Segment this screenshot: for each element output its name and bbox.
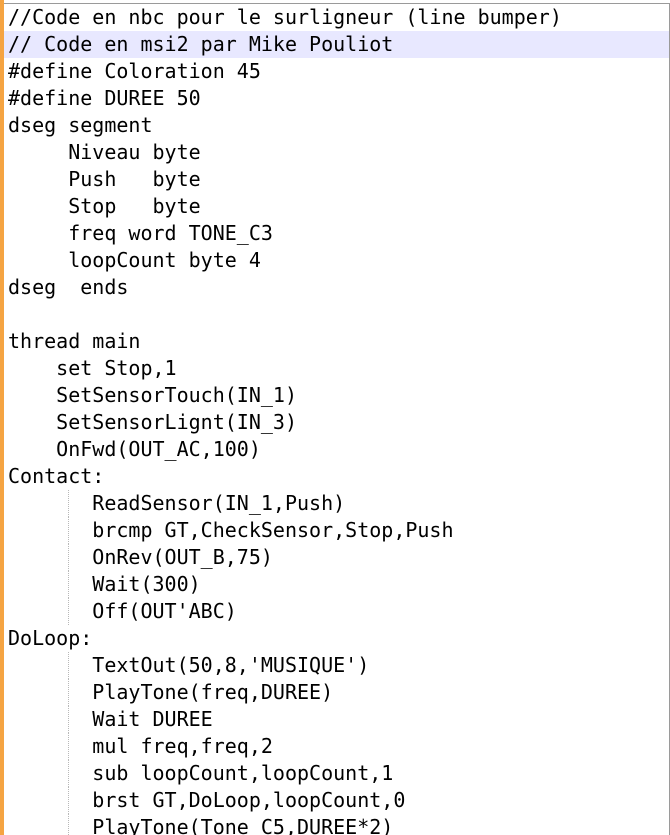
indent-guide [68,706,70,733]
code-line[interactable]: #define Coloration 45 [8,59,261,83]
code-line[interactable]: Stop byte [8,194,201,218]
code-line[interactable]: // Code en msi2 par Mike Pouliot [4,31,669,58]
editor-left-margin [0,0,4,835]
code-line[interactable]: Off(OUT'ABC) [8,598,237,625]
code-line[interactable]: Push byte [8,167,201,191]
code-line[interactable]: dseg segment [8,113,153,137]
code-line[interactable]: DoLoop: [8,626,93,650]
code-line[interactable]: PlayTone(Tone_C5,DUREE*2) [4,814,669,835]
code-line[interactable]: Wait DUREE [8,706,213,733]
indent-guide [68,652,70,679]
indent-guide [68,679,70,706]
indent-guide [68,787,70,814]
code-line[interactable]: freq word TONE_C3 [8,221,273,245]
code-line[interactable]: SetSensorLignt(IN_3) [8,410,297,434]
indent-guide [68,598,70,625]
code-line[interactable]: Wait(300) [8,571,201,598]
code-line[interactable]: dseg ends [8,275,129,299]
code-line[interactable]: SetSensorTouch(IN_1) [8,383,297,407]
code-text-area[interactable]: //Code en nbc pour le surligneur (line b… [4,3,670,835]
code-line[interactable]: TextOut(50,8,'MUSIQUE') [8,652,370,679]
code-line[interactable]: sub loopCount,loopCount,1 [8,760,394,787]
code-line[interactable]: OnRev(OUT_B,75) [8,544,273,571]
code-line[interactable]: mul freq,freq,2 [8,733,273,760]
code-line[interactable]: PlayTone(freq,DUREE) [8,679,334,706]
code-line[interactable]: Niveau byte [8,140,201,164]
code-line[interactable]: ReadSensor(IN_1,Push) [8,490,346,517]
indent-guide [68,571,70,598]
code-line[interactable]: //Code en nbc pour le surligneur (line b… [8,5,562,29]
code-line[interactable]: set Stop,1 [8,356,177,380]
indent-guide [68,733,70,760]
indent-guide [68,490,70,517]
indent-guide [68,814,70,835]
indent-guide [68,760,70,787]
indent-guide [68,544,70,571]
indent-guide [68,517,70,544]
code-line[interactable]: loopCount byte 4 [8,248,261,272]
code-line[interactable]: OnFwd(OUT_AC,100) [8,437,261,461]
code-line[interactable]: brcmp GT,CheckSensor,Stop,Push [8,517,454,544]
code-line[interactable]: thread main [8,329,141,353]
code-line[interactable]: brst GT,DoLoop,loopCount,0 [8,787,406,814]
code-line[interactable]: #define DUREE 50 [8,86,201,110]
code-line[interactable] [4,301,669,328]
code-line[interactable]: Contact: [8,464,105,488]
